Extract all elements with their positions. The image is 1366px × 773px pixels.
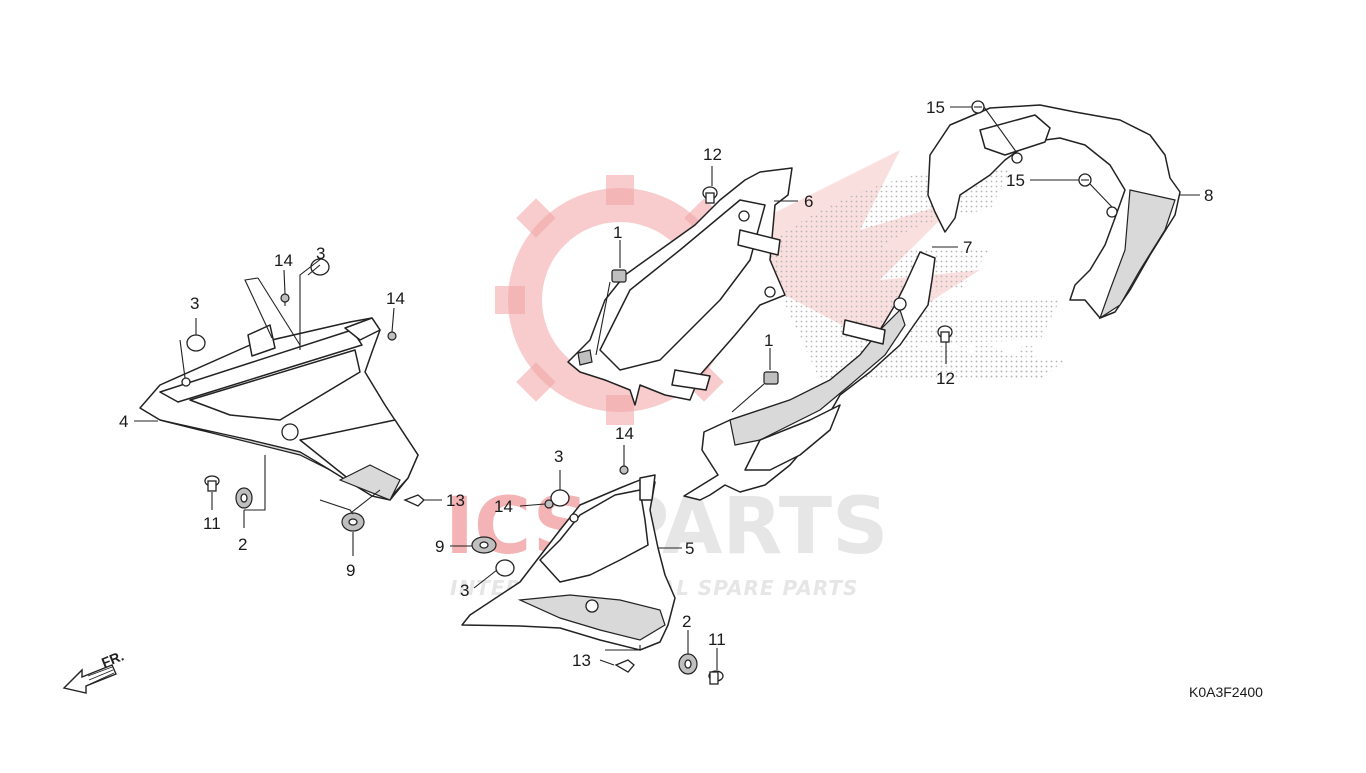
- bolt-12-a: [702, 186, 718, 204]
- pin-13-a: [403, 494, 425, 507]
- callout-3-a: 3: [316, 244, 325, 263]
- callout-9-a: 9: [346, 561, 355, 580]
- callout-1-a: 1: [613, 223, 622, 242]
- bolt-11-a: [204, 475, 220, 492]
- callouts: 1 1 2 2 3 3 3 3 3 4 5 6 7 8 9 9 11 11 12…: [119, 98, 1213, 670]
- diagram-code: K0A3F2400: [1189, 684, 1263, 700]
- front-direction-arrow: FR.: [62, 647, 126, 694]
- part-5-lower-cover: [461, 474, 676, 651]
- clip-1-a: [611, 269, 627, 283]
- fr-label: FR.: [99, 647, 126, 670]
- callout-5: 5: [685, 539, 694, 558]
- callout-7: 7: [963, 238, 972, 257]
- callout-12-b: 12: [936, 369, 955, 388]
- callout-14-d: 14: [494, 497, 513, 516]
- grommet-3-b: [186, 334, 206, 352]
- callout-3-b: 3: [190, 294, 199, 313]
- callout-9-b: 9: [435, 537, 444, 556]
- callout-14-c: 14: [615, 424, 634, 443]
- leader-lines: [134, 106, 1200, 670]
- callout-15-a: 15: [926, 98, 945, 117]
- callout-4: 4: [119, 412, 128, 431]
- callout-8: 8: [1204, 186, 1213, 205]
- screw-15-a: [971, 100, 985, 114]
- nut-2-a: [235, 487, 253, 509]
- screw-14-d: [544, 499, 554, 509]
- callout-13-a: 13: [446, 491, 465, 510]
- callout-1-b: 1: [764, 331, 773, 350]
- screw-14-c: [619, 465, 629, 475]
- callout-14-b: 14: [386, 289, 405, 308]
- callout-12-a: 12: [703, 145, 722, 164]
- callout-6: 6: [804, 192, 813, 211]
- arrow-left-icon: [62, 664, 117, 694]
- screw-15-b: [1078, 173, 1092, 187]
- nut-2-b: [678, 653, 698, 675]
- screw-14-b: [387, 331, 397, 341]
- part-6-inner-panel: [567, 167, 793, 406]
- washer-9-a: [341, 512, 365, 532]
- callout-2-b: 2: [682, 612, 691, 631]
- washer-9-b: [471, 536, 497, 554]
- pin-13-b: [614, 659, 635, 673]
- callout-14-a: 14: [274, 251, 293, 270]
- part-8-rear-cover: [927, 104, 1181, 320]
- part-4-left-cover: [139, 317, 419, 501]
- bolt-11-b: [708, 670, 724, 685]
- callout-3-c: 3: [554, 447, 563, 466]
- clip-1-b: [763, 371, 779, 385]
- part-7-right-cover: [683, 251, 936, 501]
- callout-11-b: 11: [708, 630, 726, 649]
- hardware: [186, 100, 1092, 685]
- callout-11-a: 11: [203, 514, 221, 533]
- callout-13-b: 13: [572, 651, 591, 670]
- callout-2-a: 2: [238, 535, 247, 554]
- grommet-3-c: [550, 489, 570, 507]
- callout-3-d: 3: [460, 581, 469, 600]
- screw-14-a: [280, 293, 290, 306]
- grommet-3-d: [495, 559, 515, 577]
- bolt-12-b: [937, 325, 953, 343]
- callout-15-b: 15: [1006, 171, 1025, 190]
